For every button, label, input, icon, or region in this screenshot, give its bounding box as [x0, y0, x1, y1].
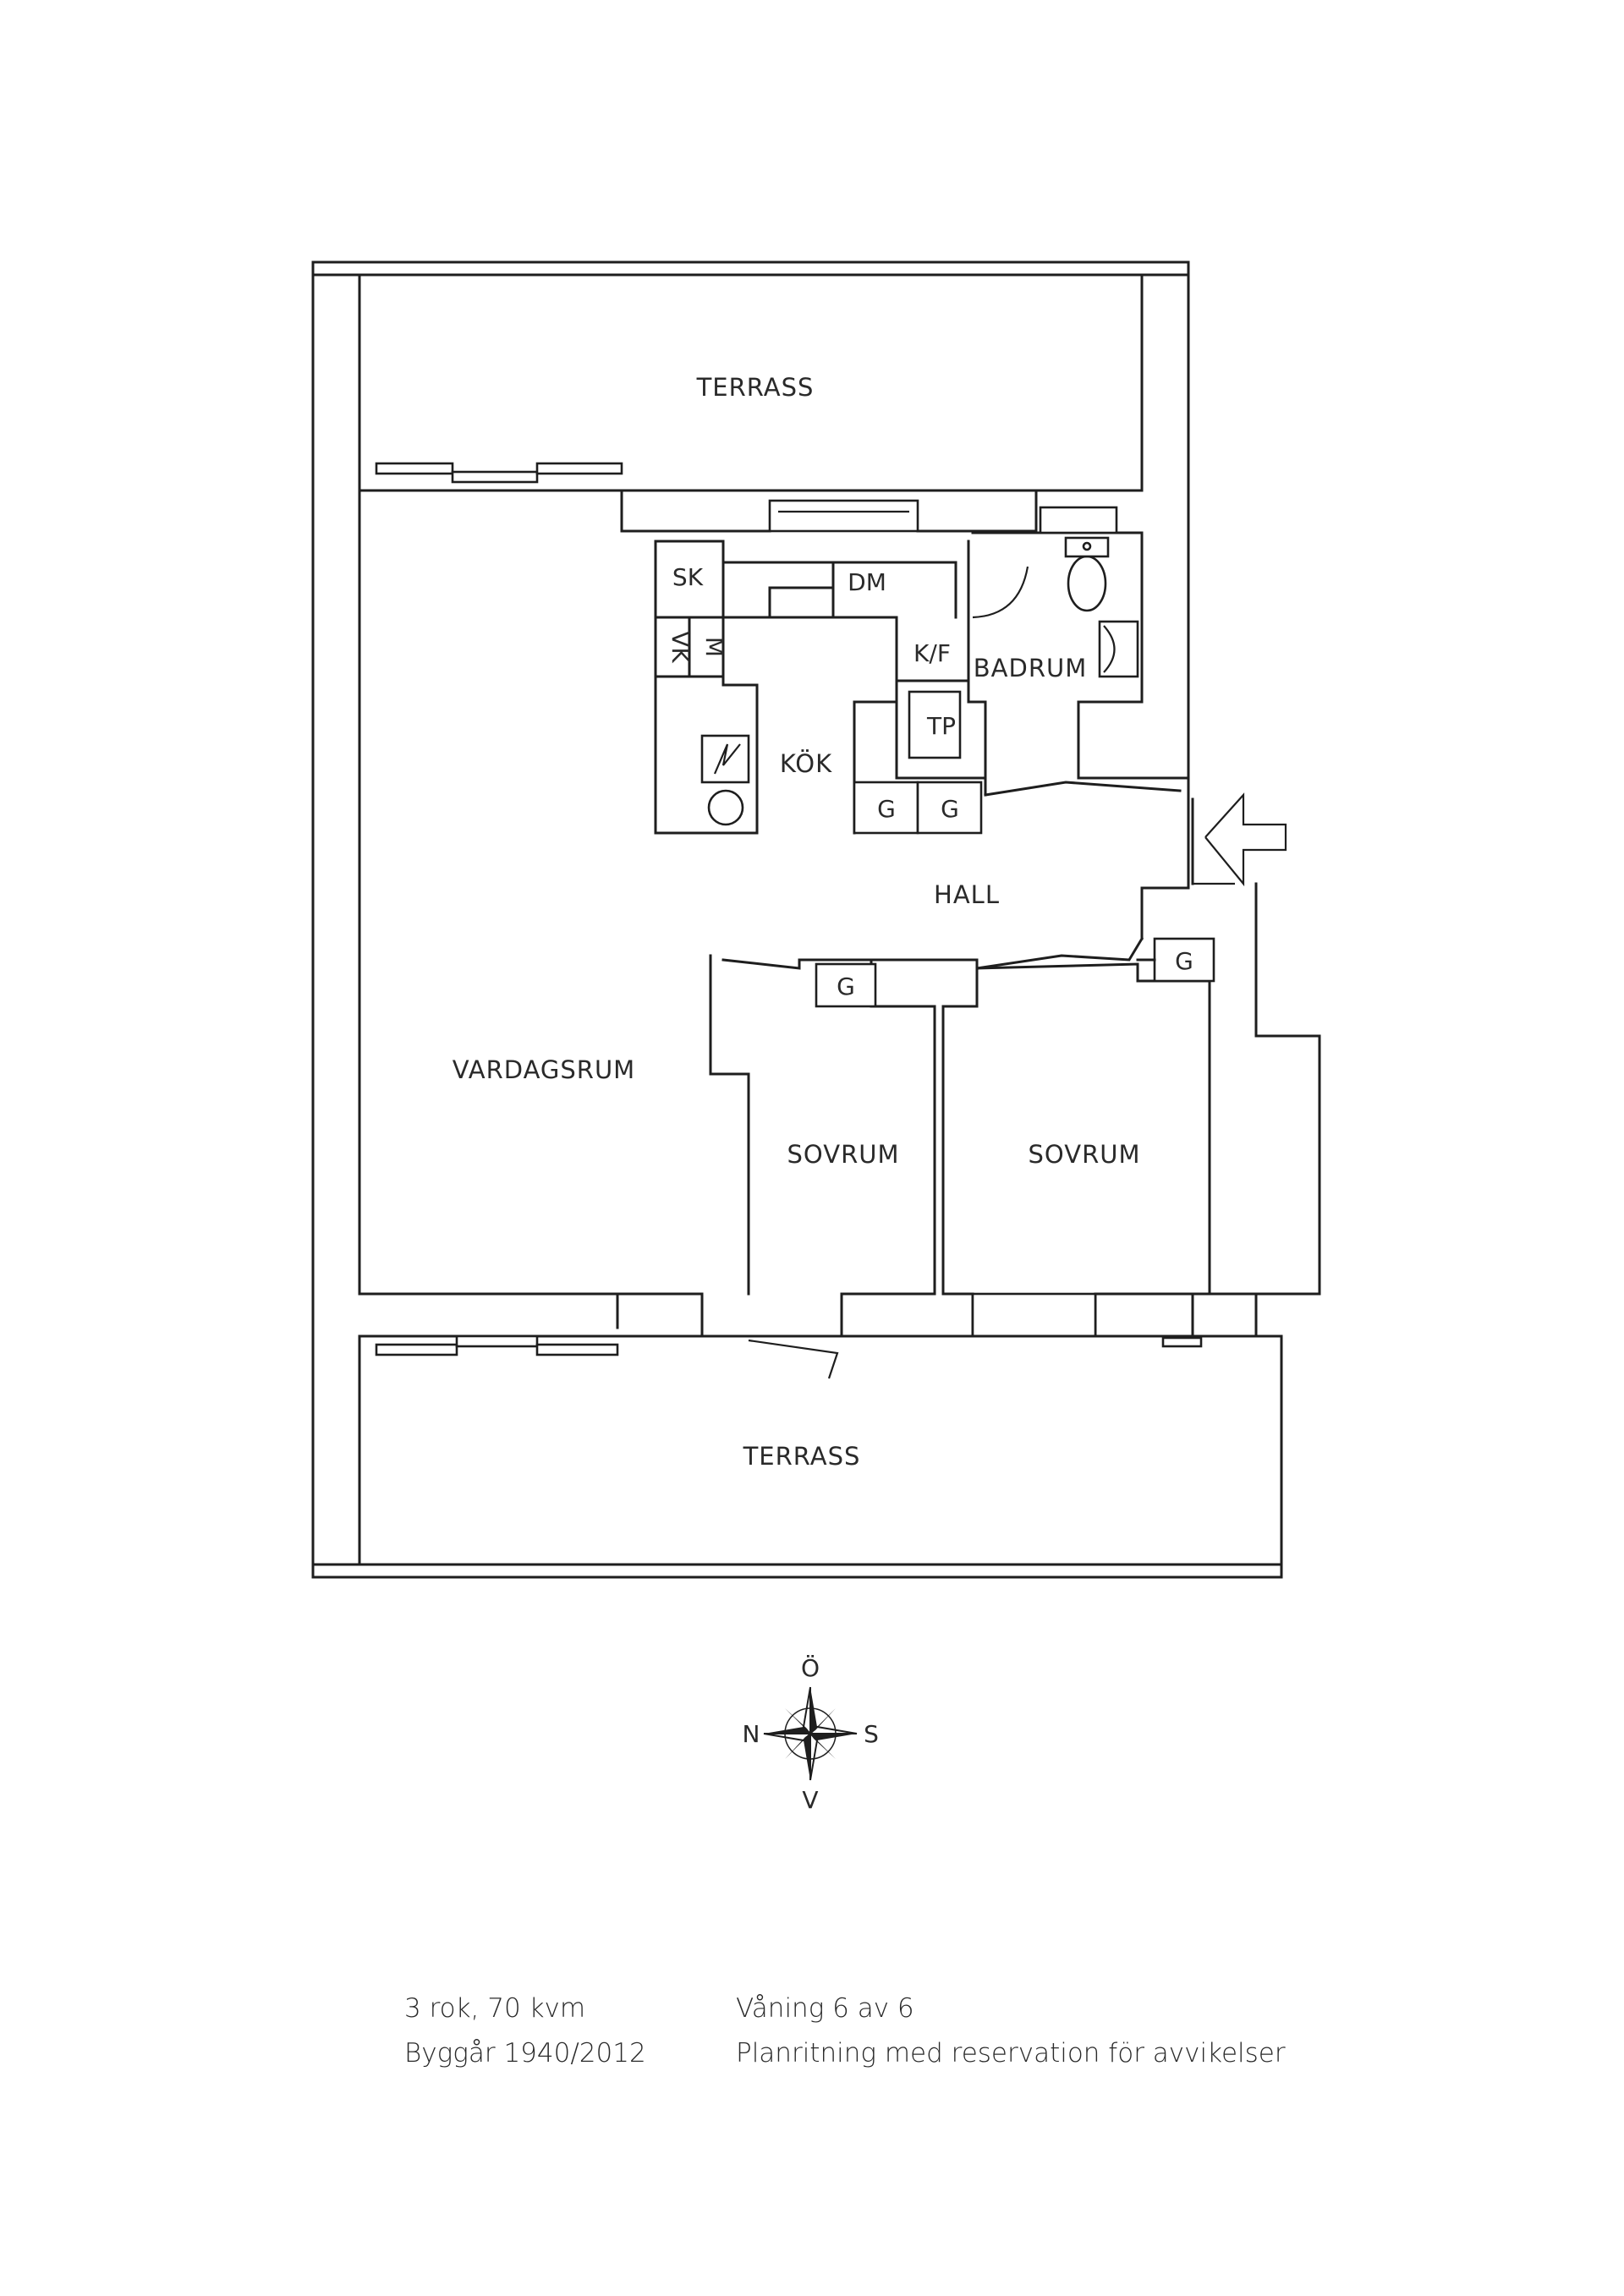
- info-built: Byggår 1940/2012: [404, 2038, 646, 2069]
- fixture-label-vk: VK: [667, 631, 694, 663]
- fixture-label-sk: SK: [672, 563, 704, 591]
- room-label-living-room: VARDAGSRUM: [453, 1055, 635, 1084]
- fixture-label-m: M: [700, 637, 728, 657]
- compass-label-east: Ö: [801, 1653, 820, 1682]
- compass-label-west: V: [802, 1786, 818, 1814]
- fixture-label-dm: DM: [848, 568, 886, 596]
- info-disclaimer: Planritning med reservation för avvikels…: [736, 2038, 1286, 2069]
- compass-label-south: S: [864, 1720, 879, 1748]
- room-label-bedroom-2: SOVRUM: [1029, 1140, 1141, 1169]
- fixture-label-kf: K/F: [914, 639, 951, 667]
- room-label-hall: HALL: [934, 880, 1000, 909]
- top-terrace: [358, 273, 1144, 492]
- fixture-label-g: G: [1175, 947, 1193, 975]
- outer-walls: [311, 260, 1283, 1579]
- fixture-label-tp: TP: [926, 712, 956, 740]
- fixture-label-g: G: [941, 795, 959, 823]
- room-label-kitchen: KÖK: [780, 749, 832, 778]
- fixture-label-g: G: [877, 795, 896, 823]
- room-label-terrace-bottom: TERRASS: [743, 1442, 861, 1471]
- room-label-bathroom: BADRUM: [974, 654, 1087, 682]
- room-label-bedroom-1: SOVRUM: [787, 1140, 900, 1169]
- info-size: 3 rok, 70 kvm: [404, 1993, 586, 2024]
- fixture-label-g: G: [837, 973, 855, 1000]
- compass-rose: Ö N S V: [743, 1653, 879, 1814]
- info-floor: Våning 6 av 6: [736, 1993, 914, 2024]
- compass-label-north: N: [743, 1720, 760, 1748]
- bottom-terrace: [358, 1334, 1283, 1566]
- interior-walls: [358, 489, 1321, 1379]
- compass-star-icon: [763, 1686, 858, 1781]
- room-label-terrace-top: TERRASS: [696, 373, 815, 402]
